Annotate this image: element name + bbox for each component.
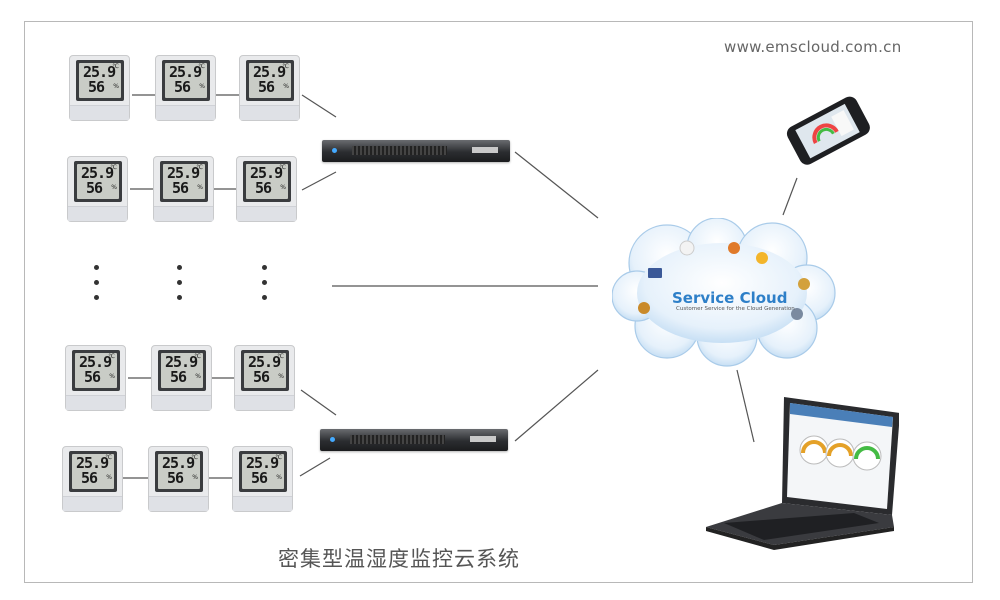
thermo-hygrometer-icon: 25.9 ℃ 56 %	[239, 55, 300, 121]
temperature-reading: 25.9	[248, 353, 281, 371]
temperature-reading: 25.9	[253, 63, 286, 81]
temperature-unit: ℃	[112, 63, 119, 70]
humidity-reading: 56	[255, 179, 272, 197]
server-icon	[322, 140, 510, 162]
sensor-to-server-line	[301, 171, 337, 191]
temperature-unit: ℃	[277, 353, 284, 360]
thermo-hygrometer-icon: 25.9 ℃ 56 %	[151, 345, 212, 411]
humidity-reading: 56	[167, 469, 184, 487]
thermo-hygrometer-icon: 25.9 ℃ 56 %	[236, 156, 297, 222]
diagram-caption: 密集型温湿度监控云系统	[278, 547, 520, 571]
humidity-reading: 56	[251, 469, 268, 487]
temperature-reading: 25.9	[169, 63, 202, 81]
temperature-reading: 25.9	[79, 353, 112, 371]
humidity-reading: 56	[84, 368, 101, 386]
humidity-reading: 56	[174, 78, 191, 96]
server-icon	[320, 429, 508, 451]
sensor-to-server-line	[300, 389, 337, 416]
humidity-unit: %	[278, 373, 284, 380]
cloud-to-laptop-line	[736, 369, 755, 443]
website-url: www.emscloud.com.cn	[724, 38, 902, 56]
thermo-hygrometer-icon: 25.9 ℃ 56 %	[65, 345, 126, 411]
sensor-to-server-line	[299, 457, 331, 477]
humidity-reading: 56	[172, 179, 189, 197]
temperature-reading: 25.9	[165, 353, 198, 371]
humidity-reading: 56	[86, 179, 103, 197]
thermo-hygrometer-icon: 25.9 ℃ 56 %	[62, 446, 123, 512]
laptop-icon	[706, 397, 899, 550]
thermo-hygrometer-icon: 25.9 ℃ 56 %	[148, 446, 209, 512]
humidity-unit: %	[109, 373, 115, 380]
sensor-to-server-line	[301, 94, 337, 118]
humidity-reading: 56	[88, 78, 105, 96]
temperature-reading: 25.9	[76, 454, 109, 472]
thermo-hygrometer-icon: 25.9 ℃ 56 %	[155, 55, 216, 121]
humidity-unit: %	[283, 83, 289, 90]
humidity-unit: %	[280, 184, 286, 191]
humidity-reading: 56	[170, 368, 187, 386]
temperature-unit: ℃	[194, 353, 201, 360]
thermo-hygrometer-icon: 25.9 ℃ 56 %	[153, 156, 214, 222]
cloud-subtitle: Customer Service for the Cloud Generatio…	[676, 306, 795, 312]
server-to-cloud-line	[514, 151, 599, 219]
temperature-unit: ℃	[108, 353, 115, 360]
temperature-unit: ℃	[282, 63, 289, 70]
humidity-unit: %	[106, 474, 112, 481]
cloud-icon	[612, 218, 836, 367]
temperature-unit: ℃	[105, 454, 112, 461]
temperature-reading: 25.9	[81, 164, 114, 182]
server-to-cloud-line	[514, 369, 599, 442]
cloud-to-phone-line	[782, 177, 798, 216]
thermo-hygrometer-icon: 25.9 ℃ 56 %	[67, 156, 128, 222]
temperature-reading: 25.9	[167, 164, 200, 182]
temperature-unit: ℃	[279, 164, 286, 171]
humidity-unit: %	[276, 474, 282, 481]
temperature-unit: ℃	[198, 63, 205, 70]
temperature-reading: 25.9	[162, 454, 195, 472]
humidity-unit: %	[192, 474, 198, 481]
temperature-unit: ℃	[191, 454, 198, 461]
thermo-hygrometer-icon: 25.9 ℃ 56 %	[69, 55, 130, 121]
humidity-unit: %	[195, 373, 201, 380]
humidity-unit: %	[199, 83, 205, 90]
cloud-title: Service Cloud	[672, 289, 788, 307]
diagram-frame	[24, 21, 973, 583]
temperature-reading: 25.9	[83, 63, 116, 81]
humidity-reading: 56	[253, 368, 270, 386]
temperature-unit: ℃	[110, 164, 117, 171]
temperature-unit: ℃	[275, 454, 282, 461]
humidity-unit: %	[197, 184, 203, 191]
temperature-reading: 25.9	[250, 164, 283, 182]
humidity-unit: %	[111, 184, 117, 191]
humidity-reading: 56	[258, 78, 275, 96]
thermo-hygrometer-icon: 25.9 ℃ 56 %	[232, 446, 293, 512]
humidity-unit: %	[113, 83, 119, 90]
humidity-reading: 56	[81, 469, 98, 487]
temperature-unit: ℃	[196, 164, 203, 171]
temperature-reading: 25.9	[246, 454, 279, 472]
thermo-hygrometer-icon: 25.9 ℃ 56 %	[234, 345, 295, 411]
smartphone-icon	[786, 96, 870, 165]
